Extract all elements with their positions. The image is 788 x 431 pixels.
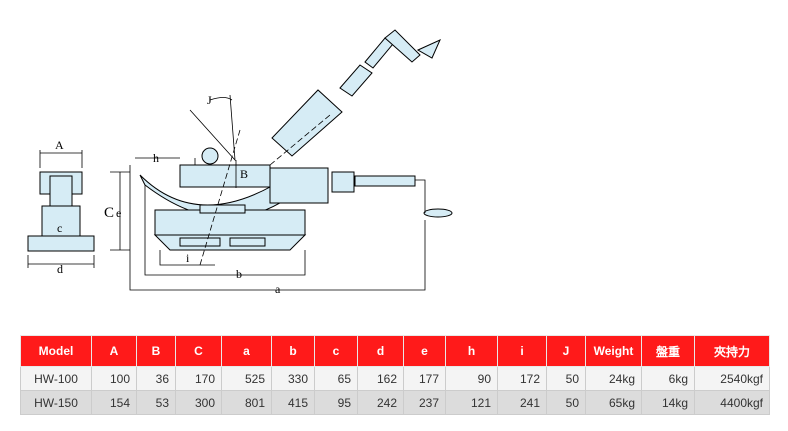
table-cell: 415 (271, 390, 315, 415)
table-cell: 154 (91, 390, 137, 415)
vise-dimension-diagram: A c d C e h B J i b a (27, 29, 453, 296)
table-cell: 801 (221, 390, 272, 415)
column-header: A (91, 335, 137, 367)
dim-label-J: J (207, 93, 212, 107)
table-cell: 2540kgf (694, 366, 770, 391)
table-cell: 65kg (585, 390, 642, 415)
column-header: 夾持力 (694, 335, 770, 367)
dim-label-h: h (153, 151, 159, 165)
column-header: J (546, 335, 586, 367)
dim-label-d: d (57, 262, 63, 276)
column-header: 盤重 (641, 335, 695, 367)
table-cell: 24kg (585, 366, 642, 391)
dim-label-c: c (57, 221, 62, 235)
table-cell: 4400kgf (694, 390, 770, 415)
dim-label-a: a (275, 282, 281, 296)
dim-label-A: A (55, 138, 64, 152)
table-cell: 172 (497, 366, 547, 391)
column-header: C (175, 335, 222, 367)
table-cell: 50 (546, 390, 586, 415)
table-cell: 330 (271, 366, 315, 391)
dim-label-i: i (186, 251, 190, 265)
column-header: i (497, 335, 547, 367)
table-cell: 121 (445, 390, 498, 415)
column-header: B (136, 335, 176, 367)
dim-label-e: e (116, 206, 121, 220)
column-header: b (271, 335, 315, 367)
dim-label-b: b (236, 267, 242, 281)
column-header: d (357, 335, 404, 367)
table-cell: 162 (357, 366, 404, 391)
column-header: Model (20, 335, 92, 367)
table-cell: 65 (314, 366, 358, 391)
table-cell: 300 (175, 390, 222, 415)
table-cell: HW-150 (20, 390, 92, 415)
table-cell: 525 (221, 366, 272, 391)
table-cell: 95 (314, 390, 358, 415)
column-header: c (314, 335, 358, 367)
column-header: e (403, 335, 446, 367)
table-cell: 242 (357, 390, 404, 415)
dim-label-B: B (240, 167, 248, 181)
table-cell: 14kg (641, 390, 695, 415)
dim-label-C: C (104, 205, 114, 221)
table-cell: 53 (136, 390, 176, 415)
table-cell: 177 (403, 366, 446, 391)
table-cell: HW-100 (20, 366, 92, 391)
table-cell: 50 (546, 366, 586, 391)
column-header: Weight (585, 335, 642, 367)
table-cell: 90 (445, 366, 498, 391)
column-header: h (445, 335, 498, 367)
table-cell: 237 (403, 390, 446, 415)
table-cell: 6kg (641, 366, 695, 391)
table-cell: 100 (91, 366, 137, 391)
column-header: a (221, 335, 272, 367)
table-cell: 36 (136, 366, 176, 391)
table-cell: 170 (175, 366, 222, 391)
table-cell: 241 (497, 390, 547, 415)
